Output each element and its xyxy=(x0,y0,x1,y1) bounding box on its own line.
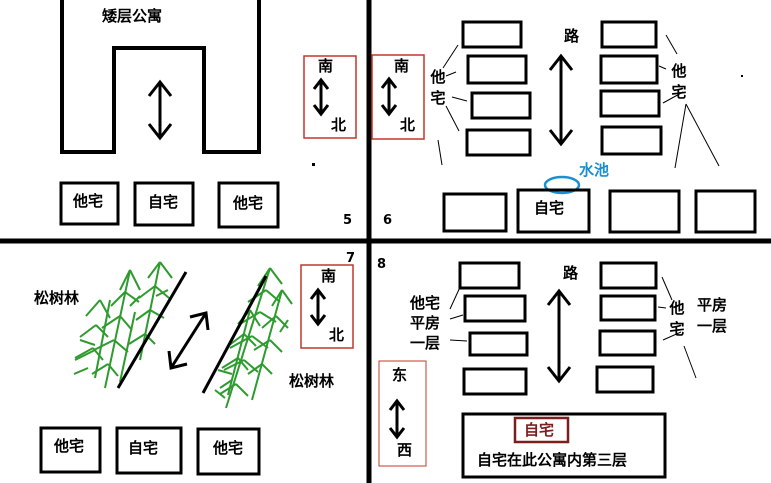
panel-number-6: 6 xyxy=(383,213,393,228)
p7-compass-arrow-icon xyxy=(309,287,327,327)
p8-left-label-line-3: 一层 xyxy=(410,334,441,352)
p6-bottom-house-boxes xyxy=(442,188,757,234)
panel-number-7: 7 xyxy=(346,251,356,266)
p8-right-others-label: 他宅 xyxy=(669,299,685,338)
p6-compass-box xyxy=(371,54,425,140)
p7-house-box-1 xyxy=(39,426,102,474)
p8-right-house-boxes xyxy=(595,261,658,394)
p6-road-arrow-icon xyxy=(548,53,574,147)
p8-compass-arrow-icon xyxy=(388,398,406,440)
left-pine-forest-icon xyxy=(73,261,173,389)
left-pine-forest-label: 松树林 xyxy=(34,289,80,307)
p8-compass-box xyxy=(378,360,427,467)
p7-compass-bottom: 北 xyxy=(329,326,345,344)
p8-compass-bottom: 西 xyxy=(397,441,413,459)
p5-compass-arrow-icon xyxy=(312,77,330,117)
p5-compass-top: 南 xyxy=(318,57,334,75)
p7-house-1-label: 他宅 xyxy=(54,437,85,455)
p7-compass-box xyxy=(300,264,354,349)
p6-own-house-label: 自宅 xyxy=(534,199,565,217)
p7-house-box-3 xyxy=(196,427,261,476)
p8-compass-top: 东 xyxy=(392,366,408,384)
p7-house-2-label: 自宅 xyxy=(128,439,159,457)
pond-ellipse xyxy=(543,175,581,195)
p8-left-label-line-2: 平房 xyxy=(410,314,441,332)
p8-road-label: 路 xyxy=(563,264,579,282)
apartment-box xyxy=(461,412,667,479)
p5-house-3-label: 他宅 xyxy=(233,194,264,212)
p8-right-label2-line-2: 一层 xyxy=(697,317,728,335)
own-unit-box xyxy=(513,416,570,444)
p8-left-label-line-1: 他宅 xyxy=(410,294,441,312)
p8-right-leader-lines xyxy=(657,276,697,379)
p5-house-2-label: 自宅 xyxy=(148,193,179,211)
p7-diagonal-arrow-icon xyxy=(167,311,210,370)
arrow-up-down-icon xyxy=(147,79,173,141)
p7-house-3-label: 他宅 xyxy=(213,439,244,457)
p6-left-leader-lines xyxy=(437,44,468,166)
pond-label: 水池 xyxy=(579,161,610,179)
p6-left-others-label: 他宅 xyxy=(430,68,446,107)
p6-compass-top: 南 xyxy=(394,57,410,75)
p7-road-edge-right xyxy=(201,275,268,394)
panel-number-8: 8 xyxy=(377,257,387,272)
right-pine-forest-label: 松树林 xyxy=(289,372,335,390)
p5-compass-bottom: 北 xyxy=(331,116,347,134)
right-pine-forest-icon xyxy=(214,267,293,409)
p7-house-box-2 xyxy=(115,426,183,475)
p7-compass-top: 南 xyxy=(321,267,337,285)
p5-house-box-1 xyxy=(59,181,120,226)
p7-road-edge-left xyxy=(116,271,188,389)
p6-road-label: 路 xyxy=(564,27,580,45)
p6-right-house-boxes xyxy=(599,20,663,156)
p8-left-leader-lines xyxy=(449,284,468,342)
apartment-note: 自宅在此公寓内第三层 xyxy=(477,451,628,469)
low-rise-apartment-outline xyxy=(60,0,261,154)
p6-compass-bottom: 北 xyxy=(400,116,416,134)
p8-own-unit-label: 自宅 xyxy=(524,421,555,439)
p5-house-box-2 xyxy=(133,181,195,227)
p5-house-1-label: 他宅 xyxy=(73,192,104,210)
low-rise-apartment-label: 矮层公寓 xyxy=(102,7,163,25)
p6-left-house-boxes xyxy=(461,20,532,157)
p5-house-box-3 xyxy=(217,181,280,229)
p5-compass-box xyxy=(303,55,357,139)
p8-road-arrow-icon xyxy=(546,288,572,384)
p6-right-leader-lines xyxy=(658,34,720,169)
p6-compass-arrow-icon xyxy=(380,76,398,117)
p8-right-label2-line-1: 平房 xyxy=(697,296,728,314)
p8-left-house-boxes xyxy=(458,261,529,396)
p6-right-others-label: 他宅 xyxy=(671,62,687,101)
panel-number-5: 5 xyxy=(343,213,353,228)
